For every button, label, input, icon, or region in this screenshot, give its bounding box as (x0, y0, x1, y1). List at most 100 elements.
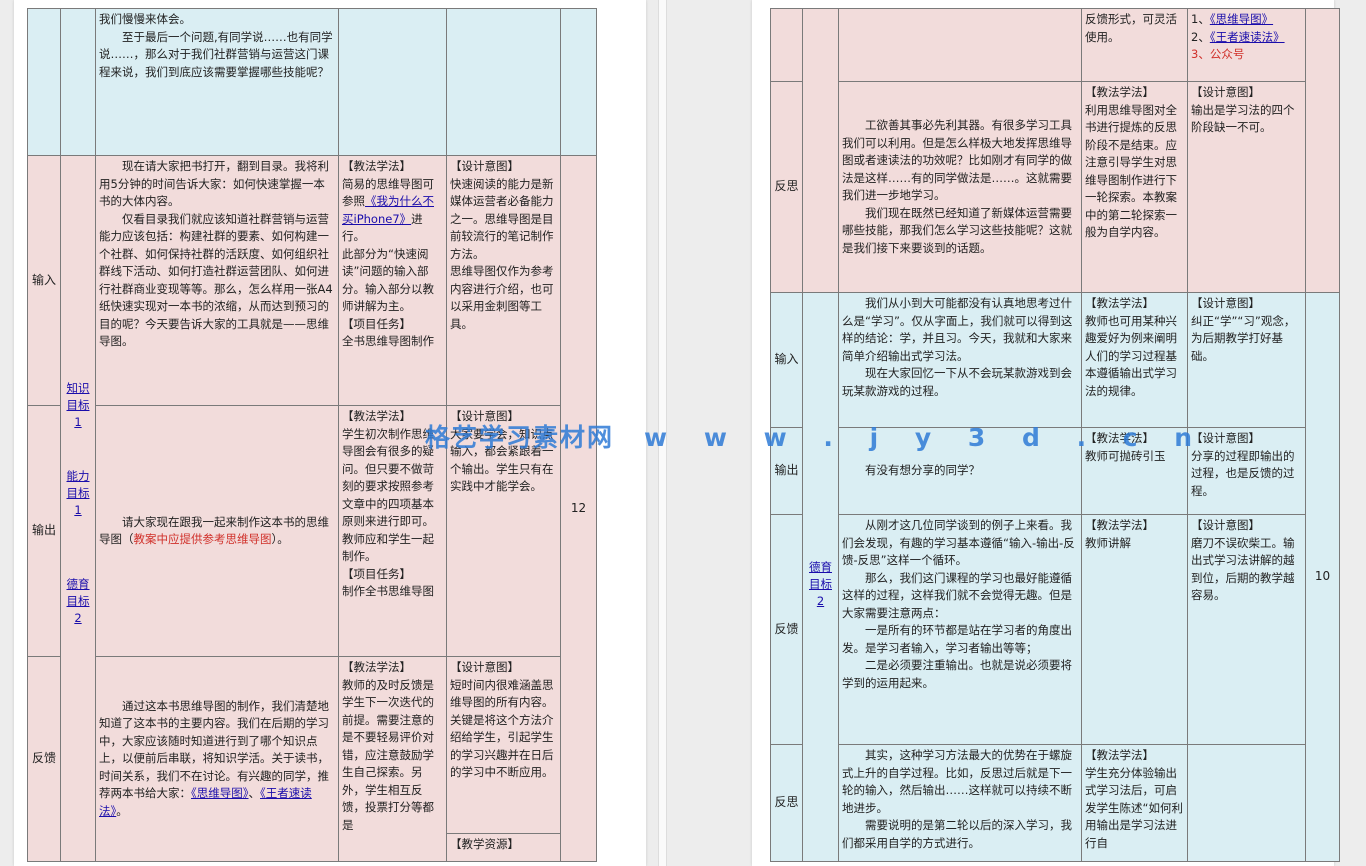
resource-item-3: 3、公众号 (1191, 47, 1245, 61)
design-text: 快速阅读的能力是新媒体运营者必备能力之一。思维导图是目前较流行的笔记制作方法。 … (450, 176, 554, 331)
left-phase-feedback: 反馈 (27, 656, 61, 862)
design-header: 【设计意图】 (1191, 518, 1260, 532)
design-text: 短时间内很难涵盖思维导图的所有内容。关键是将这个方法介绍给学生，引起学生的学习兴… (450, 677, 554, 780)
method-text: 简易的思维导图可参照 (342, 176, 434, 209)
method-text: 学生充分体验输出式学习法后，可启发学生陈述“如何利用输出是学习法进行自 (1085, 765, 1183, 850)
right-phase-input: 输入 (770, 292, 803, 428)
right-phase-reflect: 反思 (770, 81, 803, 293)
objective-ability-1[interactable]: 能力 目标 1 (61, 468, 95, 519)
feedback-sep: 、 (248, 786, 261, 801)
resource-link-mindmap[interactable]: 《思维导图》 (1209, 12, 1274, 26)
right-objective-cell-top (802, 8, 839, 293)
objective-line[interactable]: 德育 (809, 560, 832, 574)
left-feedback-resource: 【教学资源】 (446, 833, 561, 862)
right-input-design: 【设计意图】纠正“学”“习”观念，为后期教学打好基础。 (1187, 292, 1306, 428)
right-top-method: 反馈形式，可灵活使用。 (1081, 8, 1188, 82)
design-text: 磨刀不误砍柴工。输出式学习法讲解的越到位，后期的教学越容易。 (1191, 535, 1295, 603)
objective-line[interactable]: 1 (74, 503, 82, 517)
book-link-mindmap[interactable]: 《思维导图》 (191, 786, 249, 801)
method-header: 【教法学法】 (342, 660, 411, 674)
objective-line[interactable]: 目标 (66, 486, 90, 500)
design-text: 纠正“学”“习”观念，为后期教学打好基础。 (1191, 313, 1296, 363)
left-top-design (446, 8, 561, 156)
resource-item-1: 1、《思维导图》 (1191, 11, 1302, 29)
method-text: 教师也可用某种兴趣爱好为例来阐明人们的学习过程基本遵循输出式学习法的规律。 (1085, 313, 1177, 398)
design-text: 分享的过程即输出的过程，也是反馈的过程。 (1191, 448, 1295, 498)
method-text: 教师的及时反馈是学生下一次迭代的前提。需要注意的是不要轻易评价对错，应注意鼓励学… (342, 677, 434, 832)
output-text: 请大家现在跟我一起来制作这本书的思维导图（ (99, 514, 329, 547)
resource-item-2: 2、《王者速读法》 (1191, 29, 1302, 47)
method-text: 反馈形式，可灵活使用。 (1085, 12, 1177, 44)
objective-line[interactable]: 目标 (809, 577, 832, 591)
design-header: 【设计意图】 (450, 159, 519, 173)
left-input-content: 现在请大家把书打开，翻到目录。我将利用5分钟的时间告诉大家：如何快速掌握一本书的… (95, 155, 339, 406)
objective-line[interactable]: 能力 (66, 469, 90, 483)
task-text: 制作全书思维导图 (342, 584, 434, 598)
right-feedback-content: 从刚才这几位同学谈到的例子上来看。我们会发现，有趣的学习基本遵循“输入-输出-反… (838, 514, 1082, 745)
right-phase-reflect2: 反思 (770, 744, 803, 862)
method-header: 【教法学法】 (1085, 748, 1154, 762)
right-phase-cell-top (770, 8, 803, 82)
objective-moral-2[interactable]: 德育 目标 2 (61, 576, 95, 627)
right-reflect-design: 【设计意图】输出是学习法的四个阶段缺一不可。 (1187, 81, 1306, 293)
left-feedback-design: 【设计意图】短时间内很难涵盖思维导图的所有内容。关键是将这个方法介绍给学生，引起… (446, 656, 561, 834)
objective-knowledge-1[interactable]: 知识 目标 1 (61, 380, 95, 431)
right-minutes: 10 (1305, 292, 1340, 862)
right-reflect2-design (1187, 744, 1306, 862)
left-minutes: 12 (560, 155, 597, 862)
right-feedback-method: 【教法学法】教师讲解 (1081, 514, 1188, 745)
method-text: 学生初次制作思维导图会有很多的疑问。但只要不做苛刻的要求按照参考文章中的四项基本… (342, 426, 434, 564)
left-output-content: 请大家现在跟我一起来制作这本书的思维导图（教案中应提供参考思维导图）。 (95, 405, 339, 657)
method-header: 【教法学法】 (1085, 431, 1154, 445)
right-top-minutes (1305, 8, 1340, 293)
right-output-design: 【设计意图】分享的过程即输出的过程，也是反馈的过程。 (1187, 427, 1306, 515)
task-header: 【项目任务】 (342, 316, 411, 331)
left-objectives-cell: 知识 目标 1 能力 目标 1 德育 目标 2 (60, 155, 96, 862)
left-top-method (338, 8, 447, 156)
output-text: ）。 (271, 532, 289, 546)
feedback-text: 。 (116, 803, 128, 818)
design-header: 【设计意图】 (450, 660, 519, 674)
method-header: 【教法学法】 (1085, 518, 1154, 532)
design-header: 【设计意图】 (1191, 296, 1260, 310)
right-reflect2-method: 【教法学法】学生充分体验输出式学习法后，可启发学生陈述“如何利用输出是学习法进行… (1081, 744, 1188, 862)
watermark-url: w w w . j y 3 d . c n (644, 423, 1207, 452)
task-text: 全书思维导图制作 (342, 334, 434, 348)
task-header: 【项目任务】 (342, 566, 411, 581)
method-header: 【教法学法】 (1085, 85, 1154, 99)
right-phase-feedback: 反馈 (770, 514, 803, 745)
right-output-method: 【教法学法】教师可抛砖引玉 (1081, 427, 1188, 515)
objective-line[interactable]: 2 (816, 594, 825, 608)
right-reflect2-content: 其实，这种学习方法最大的优势在于螺旋式上升的自学过程。比如，反思过后就是下一轮的… (838, 744, 1082, 862)
objective-moral-2[interactable]: 德育 目标 2 (803, 559, 838, 610)
left-feedback-content: 通过这本书思维导图的制作，我们清楚地知道了这本书的主要内容。我们在后期的学习中，… (95, 656, 339, 862)
resource-header: 【教学资源】 (450, 837, 519, 851)
objective-line[interactable]: 知识 (66, 381, 90, 395)
method-header: 【教法学法】 (342, 159, 411, 173)
objective-line[interactable]: 1 (74, 415, 82, 429)
design-text: 输出是学习法的四个阶段缺一不可。 (1191, 102, 1295, 135)
design-header: 【设计意图】 (1191, 431, 1260, 445)
left-phase-input: 输入 (27, 155, 61, 406)
left-output-design: 【设计意图】大家要学会，知识点输入，都会紧跟着一个输出。学生只有在实践中才能学会… (446, 405, 561, 657)
method-text: 教师可抛砖引玉 (1085, 448, 1166, 463)
feedback-text: 通过这本书思维导图的制作，我们清楚地知道了这本书的主要内容。我们在后期的学习中，… (99, 698, 329, 801)
objective-line[interactable]: 目标 (66, 594, 90, 608)
right-reflect-content: 工欲善其事必先利其器。有很多学习工具我们可以利用。但是怎么样极大地发挥思维导图或… (838, 81, 1082, 293)
left-phase-cell-top (27, 8, 61, 156)
left-objective-cell-top (60, 8, 96, 156)
resource-num: 2、 (1191, 29, 1210, 44)
right-top-resources: 1、《思维导图》 2、《王者速读法》 3、公众号 (1187, 8, 1306, 82)
objective-line[interactable]: 德育 (66, 577, 90, 591)
objective-line[interactable]: 2 (74, 611, 82, 625)
resource-link-speedread[interactable]: 《王者速读法》 (1209, 29, 1285, 44)
objective-line[interactable]: 目标 (66, 398, 90, 412)
book-link-speedread[interactable]: 《王者速读法》 (99, 786, 312, 818)
right-objectives-cell: 德育 目标 2 (802, 292, 839, 862)
design-header: 【设计意图】 (1191, 85, 1260, 99)
right-input-method: 【教法学法】教师也可用某种兴趣爱好为例来阐明人们的学习过程基本遵循输出式学习法的… (1081, 292, 1188, 428)
method-text: 进行。 此部分为“快速阅读”问题的输入部分。输入部分以教师讲解为主。 (342, 211, 434, 314)
method-link[interactable]: 《我为什么不买iPhone7》 (342, 194, 434, 226)
left-feedback-method: 【教法学法】教师的及时反馈是学生下一次迭代的前提。需要注意的是不要轻易评价对错，… (338, 656, 447, 862)
